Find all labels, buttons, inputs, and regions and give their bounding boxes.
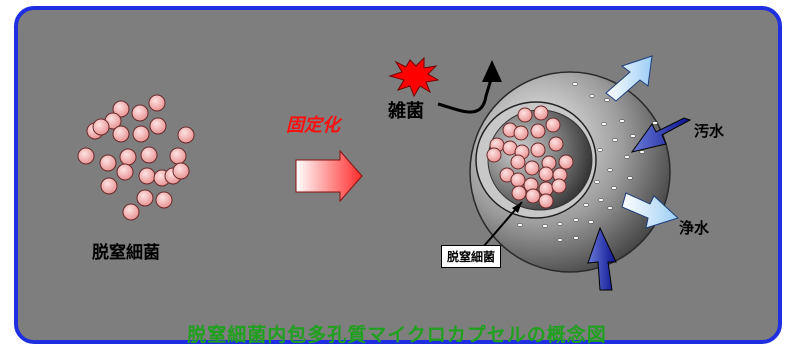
burst-icon — [388, 56, 440, 98]
inflow-arrow-icon — [587, 226, 617, 291]
free-cells-label: 脱窒細菌 — [92, 243, 160, 263]
outflow-arrow-icon — [621, 192, 679, 229]
wastewater-label: 汚水 — [694, 122, 725, 140]
free-cell-cluster — [77, 94, 195, 221]
inner-cells-label: 脱窒細菌 — [441, 245, 502, 268]
inflow-arrow-icon — [630, 117, 692, 153]
right-arrow-icon — [295, 149, 363, 203]
clean-water-label: 浄水 — [679, 219, 710, 237]
immobilization-label: 固定化 — [286, 115, 340, 136]
outflow-arrow-icon — [605, 55, 653, 102]
capsule-pores — [517, 82, 658, 242]
diagram-caption: 脱窒細菌内包多孔質マイクロカプセルの概念図 — [187, 324, 607, 346]
escape-arrow-icon — [437, 75, 494, 114]
contaminant-bacteria-label: 雑菌 — [388, 101, 424, 122]
inner-cell-cluster — [486, 105, 574, 209]
